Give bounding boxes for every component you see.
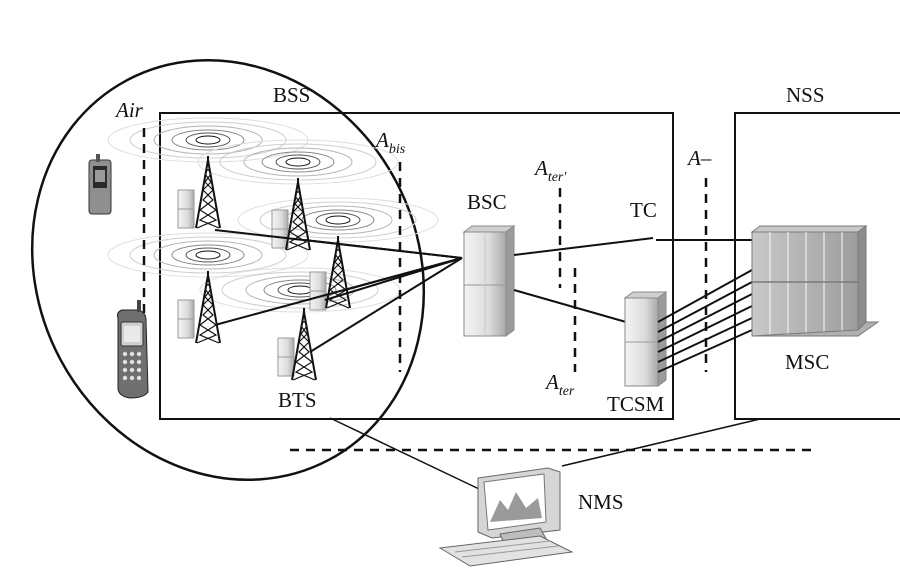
mobile-phone-icon bbox=[117, 300, 149, 399]
bts-label: BTS bbox=[278, 388, 317, 412]
bsc-label: BSC bbox=[467, 190, 507, 214]
a-interface-label: A– bbox=[688, 146, 712, 170]
tcsm-label: TCSM bbox=[607, 392, 665, 416]
nss-label: NSS bbox=[786, 83, 825, 107]
msc-switch-icon bbox=[750, 225, 880, 337]
msc-nms-link bbox=[561, 418, 761, 467]
air-interface-label: Air bbox=[116, 98, 143, 122]
abis-main: A bbox=[376, 128, 389, 152]
bss-label: BSS bbox=[273, 83, 311, 107]
radio-coverage-ellipse bbox=[30, 59, 426, 481]
msc-label: MSC bbox=[785, 350, 830, 374]
computer-monitor-icon bbox=[438, 467, 574, 567]
nms-label: NMS bbox=[578, 490, 624, 514]
bss-boundary bbox=[159, 112, 674, 420]
abis-interface-label: Abis bbox=[376, 128, 405, 157]
ater-prime-sub: ter' bbox=[547, 170, 567, 185]
ater-sub: ter bbox=[558, 384, 575, 399]
ater-main: A bbox=[546, 370, 559, 394]
tc-label: TC bbox=[630, 198, 657, 222]
ater-prime-interface-label: Ater' bbox=[535, 156, 566, 185]
server-cabinet-icon bbox=[623, 291, 668, 387]
nss-boundary bbox=[734, 112, 900, 420]
bsc-tcsm-link bbox=[513, 289, 627, 323]
bts-nms-link bbox=[329, 417, 499, 499]
interface-dashes bbox=[142, 128, 818, 452]
abis-sub: bis bbox=[388, 142, 406, 157]
ater-prime-main: A bbox=[535, 156, 548, 180]
ater-interface-label: Ater bbox=[546, 370, 574, 399]
mobile-phone-icon bbox=[88, 154, 112, 215]
bts-bsc-links bbox=[214, 229, 463, 353]
bsc-tc-link bbox=[513, 237, 654, 256]
cell-tower-icon bbox=[195, 155, 351, 381]
server-cabinet-icon bbox=[462, 225, 516, 337]
